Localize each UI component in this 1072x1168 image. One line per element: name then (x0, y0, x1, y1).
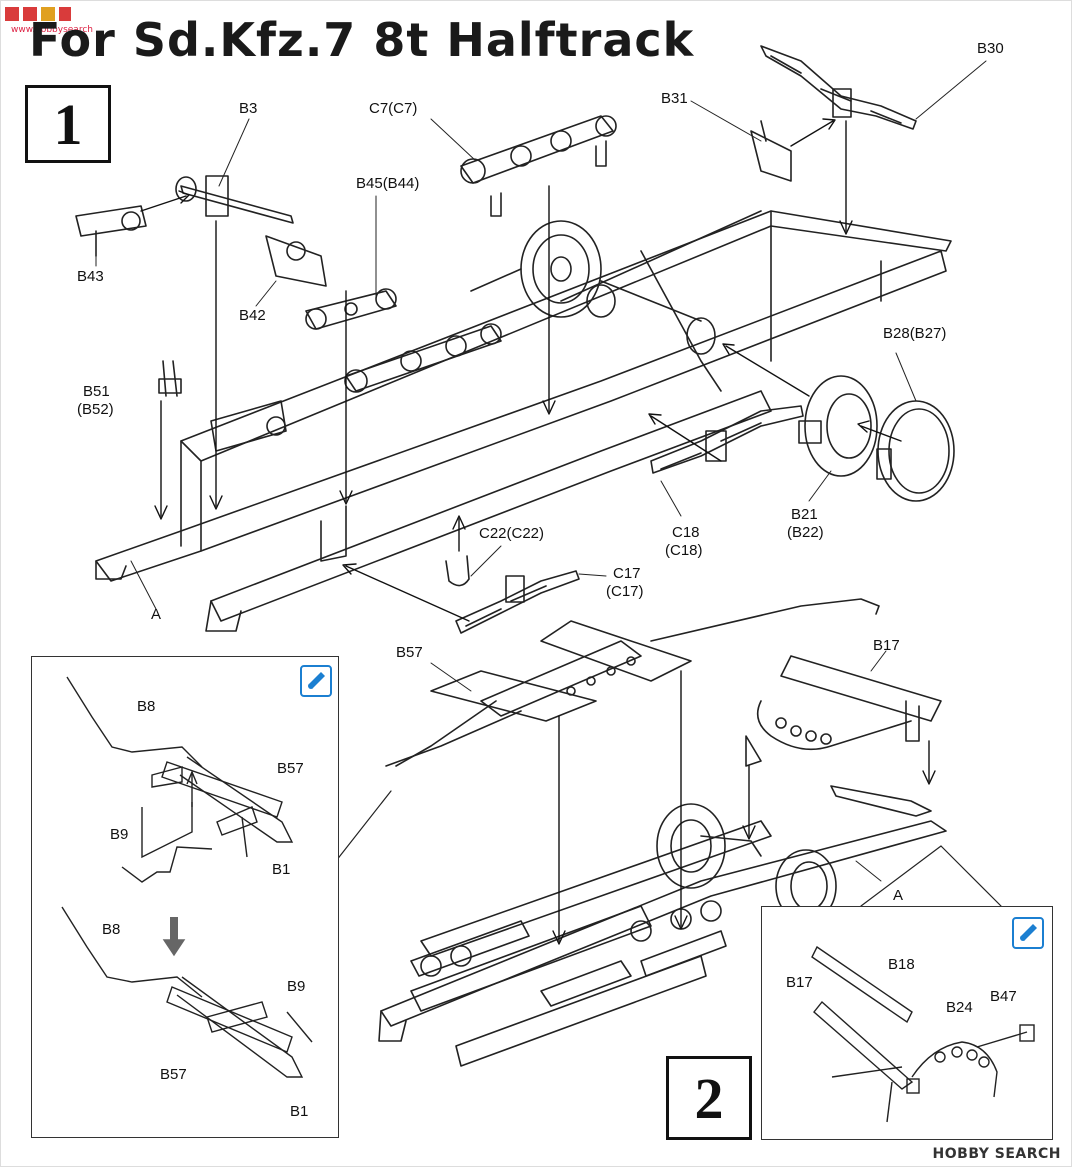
label-b3: B3 (239, 100, 258, 117)
label-a-step2: A (893, 887, 904, 904)
footer-brand: HOBBY SEARCH (932, 1146, 1061, 1162)
leaf-spring-c18 (650, 405, 804, 474)
inset-left-detail: B8 B57 B9 B1 B8 B9 B57 B1 (31, 656, 339, 1138)
bracket-b31 (750, 120, 792, 182)
step-1-number: 1 (25, 85, 111, 163)
label-b1-bottom: B1 (290, 1103, 309, 1120)
label-b47-inset: B47 (990, 988, 1017, 1005)
label-b57-bottom: B57 (160, 1066, 187, 1083)
tool-icon (300, 665, 332, 697)
assembly-arrows-step1 (140, 118, 902, 622)
label-b9-bottom: B9 (287, 978, 306, 995)
wheel-hub-b21 (798, 375, 878, 477)
label-c7: C7(C7) (369, 100, 418, 117)
leader-lines-step1 (95, 60, 987, 610)
label-b24-inset: B24 (946, 999, 973, 1016)
part-b51 (158, 360, 182, 397)
label-a-step1: A (151, 606, 162, 623)
inset-right-detail: B17 B18 B24 B47 (761, 906, 1053, 1140)
label-b45: B45(B44) (356, 175, 420, 192)
label-b57-inset: B57 (277, 760, 304, 777)
label-b8-bottom: B8 (102, 921, 121, 938)
label-b52: (B52) (77, 401, 114, 418)
spring-frame-b17 (745, 655, 942, 817)
label-b1-inset: B1 (272, 861, 291, 878)
page-title: For Sd.Kfz.7 8t Halftrack (29, 13, 695, 67)
chassis-frame-step1 (95, 210, 952, 632)
road-wheel-arm-c7 (460, 115, 617, 217)
label-b42: B42 (239, 307, 266, 324)
label-b30: B30 (977, 40, 1004, 57)
step-2-number: 2 (666, 1056, 752, 1140)
label-b28: B28(B27) (883, 325, 947, 342)
label-b31: B31 (661, 90, 688, 107)
leaf-spring-c17 (455, 570, 580, 634)
label-c17: C17 (613, 565, 641, 582)
label-b17-inset: B17 (786, 974, 813, 991)
inset-left-art (61, 676, 313, 1078)
logo-icon (5, 7, 71, 21)
watermark-logo: www.hobbysearch (3, 5, 93, 45)
part-c22 (445, 555, 470, 587)
label-b18-inset: B18 (888, 956, 915, 973)
axle-end-b43 (75, 205, 147, 257)
label-c22: C22(C22) (479, 525, 545, 542)
road-wheel-arm-chassis (210, 323, 502, 452)
label-c18: C18 (672, 524, 700, 541)
watermark-text: www.hobbysearch (11, 25, 93, 35)
label-b21: B21 (791, 506, 818, 523)
assembly-arrows-step2 (552, 670, 936, 945)
inset-right-art (811, 945, 1035, 1123)
label-c17-paren: (C17) (606, 583, 644, 600)
label-b51: B51 (83, 383, 110, 400)
leader-lines-step2 (430, 650, 887, 882)
label-b43: B43 (77, 268, 104, 285)
label-b9-inset: B9 (110, 826, 129, 843)
front-axle-b3 (175, 175, 327, 287)
leaf-spring-b30 (760, 45, 917, 130)
label-c18-paren: (C18) (665, 542, 703, 559)
label-b22: (B22) (787, 524, 824, 541)
label-b17-step2: B17 (873, 637, 900, 654)
drive-sprocket (470, 220, 716, 355)
road-wheel-arm-b45 (305, 288, 397, 330)
hub-cap-b28 (876, 400, 955, 502)
tow-frame-b57 (385, 598, 880, 767)
label-b57-step2: B57 (396, 644, 423, 661)
label-b8-top: B8 (137, 698, 156, 715)
tool-icon (1012, 917, 1044, 949)
